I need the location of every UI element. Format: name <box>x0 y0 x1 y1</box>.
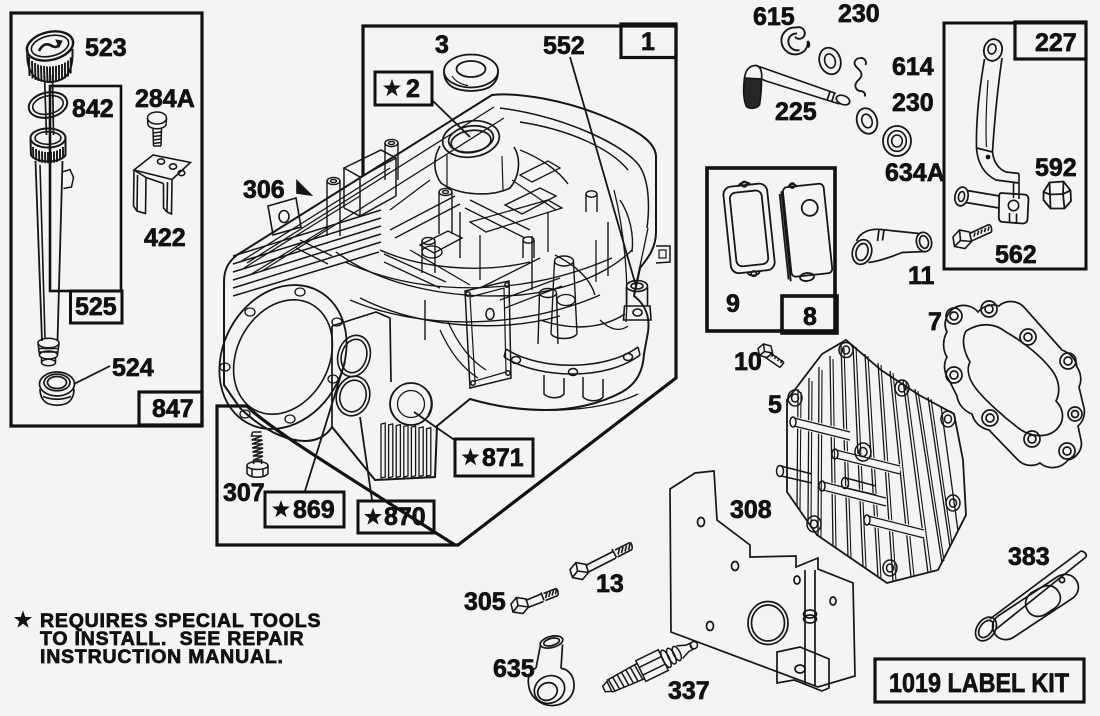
svg-text:337: 337 <box>668 677 710 705</box>
svg-text:306: 306 <box>243 176 285 204</box>
svg-text:305: 305 <box>464 588 506 616</box>
svg-text:307: 307 <box>223 479 265 507</box>
svg-text:2: 2 <box>406 75 420 103</box>
svg-text:635: 635 <box>493 655 535 683</box>
svg-text:11: 11 <box>908 262 935 290</box>
svg-text:383: 383 <box>1008 543 1050 571</box>
svg-text:562: 562 <box>995 241 1037 269</box>
svg-text:1: 1 <box>641 28 655 56</box>
svg-text:592: 592 <box>1035 154 1077 182</box>
svg-text:842: 842 <box>72 95 114 123</box>
svg-text:1019 LABEL KIT: 1019 LABEL KIT <box>889 668 1069 698</box>
svg-text:870: 870 <box>384 503 426 531</box>
svg-text:225: 225 <box>775 98 817 126</box>
svg-text:13: 13 <box>596 570 624 598</box>
svg-text:308: 308 <box>730 496 772 524</box>
svg-text:614: 614 <box>892 53 934 81</box>
svg-text:9: 9 <box>726 290 740 318</box>
svg-text:INSTRUCTION MANUAL.: INSTRUCTION MANUAL. <box>40 646 284 668</box>
svg-text:615: 615 <box>753 3 795 31</box>
svg-text:871: 871 <box>482 444 524 472</box>
svg-text:525: 525 <box>75 293 117 321</box>
svg-text:REQUIRES SPECIAL TOOLS: REQUIRES SPECIAL TOOLS <box>40 610 321 632</box>
svg-text:847: 847 <box>152 395 194 423</box>
svg-text:8: 8 <box>803 303 817 331</box>
svg-text:230: 230 <box>838 0 880 28</box>
svg-text:5: 5 <box>768 391 782 419</box>
svg-text:227: 227 <box>1035 29 1077 57</box>
svg-text:552: 552 <box>543 32 585 60</box>
svg-text:523: 523 <box>85 34 127 62</box>
svg-text:284A: 284A <box>135 85 195 113</box>
svg-text:7: 7 <box>928 308 942 336</box>
svg-text:524: 524 <box>112 354 154 382</box>
svg-text:TO INSTALL. SEE REPAIR: TO INSTALL. SEE REPAIR <box>40 628 304 650</box>
svg-text:230: 230 <box>892 89 934 117</box>
svg-text:634A: 634A <box>885 159 945 187</box>
svg-text:10: 10 <box>734 348 762 376</box>
svg-text:3: 3 <box>435 31 449 59</box>
svg-text:422: 422 <box>144 224 186 252</box>
svg-text:869: 869 <box>293 496 335 524</box>
